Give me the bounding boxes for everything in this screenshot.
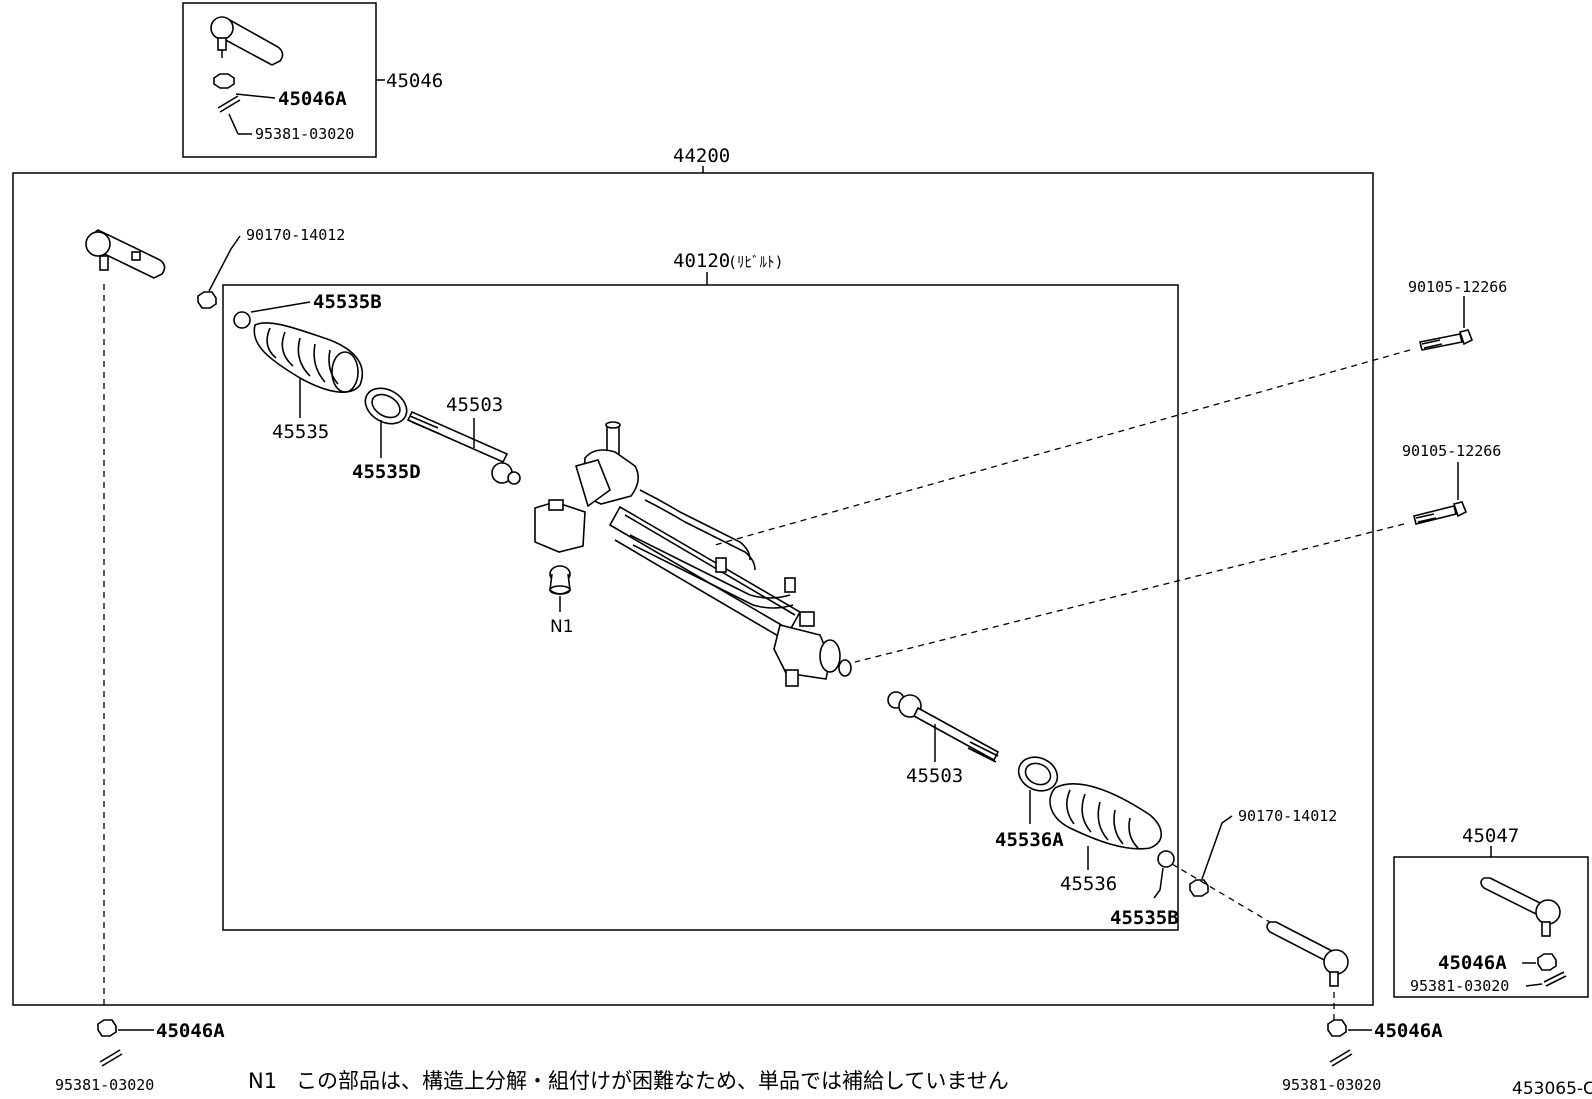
right-kit-nut-label: 45046A [1438,952,1507,974]
right-nut-90170-icon [1189,879,1209,897]
left-boot-label: 45535 [272,421,329,443]
bottom-right-pin-icon [1329,1049,1353,1067]
left-nut-90170-label: 90170-14012 [246,226,345,244]
bottom-left-pin-label: 95381-03020 [55,1076,154,1094]
left-clamp-icon [233,311,251,329]
right-kit-tie-rod-end [1480,877,1561,937]
top-kit-label: 45046 [386,70,443,92]
bottom-left-nut-icon [97,1019,117,1037]
bottom-right-nut-icon [1327,1019,1347,1037]
left-nut-90170-icon [197,291,217,309]
steering-rack-housing [534,421,852,687]
right-clamp-icon [1157,850,1175,868]
lower-bolt-90105-icon [1413,501,1468,525]
bottom-right-pin-label: 95381-03020 [1282,1076,1381,1094]
footnote-marker: N1 [248,1069,277,1093]
right-tie-rod-end [1266,921,1349,987]
right-kit-pin-icon [1543,971,1567,987]
top-kit-pin-icon [217,95,241,113]
n1-fitting-icon [549,565,571,595]
bottom-right-nut-label: 45046A [1374,1020,1443,1042]
top-kit-nut-icon [213,73,235,89]
right-nut-90170-label: 90170-14012 [1238,807,1337,825]
rack-label: 40120 [673,250,730,272]
top-kit-tie-rod-end [210,16,284,66]
right-clamp-label: 45535B [1110,907,1179,929]
bottom-left-pin-icon [99,1049,123,1067]
right-clip-label: 45536A [995,829,1064,851]
left-clip-ring [364,387,408,425]
assembly-44200-box [12,172,1374,1006]
left-tie-rod-end [85,229,166,279]
right-boot [1049,783,1163,850]
rack-label-suffix: (ﾘﾋﾞﾙﾄ) [728,253,784,271]
lower-bolt-label: 90105-12266 [1402,442,1501,460]
right-tie-rod-label: 45503 [906,765,963,787]
right-kit-label: 45047 [1462,825,1519,847]
upper-bolt-label: 90105-12266 [1408,278,1507,296]
bottom-left-nut-label: 45046A [156,1020,225,1042]
right-kit-nut-icon [1537,953,1557,971]
upper-bolt-90105-icon [1419,329,1474,351]
rack-40120-box [222,284,1179,931]
footnote-text: この部品は、構造上分解・組付けが困難なため、単品では補給していません [296,1069,1009,1093]
left-clamp-label: 45535B [313,291,382,313]
left-boot [253,322,364,393]
top-kit-nut-label: 45046A [278,88,347,110]
figure-code: 453065-C [1512,1079,1592,1099]
right-kit-pin-label: 95381-03020 [1410,977,1509,995]
left-inner-tie-rod [406,410,521,485]
n1-marker: N1 [550,617,574,637]
left-clip-label: 45535D [352,461,421,483]
assembly-label: 44200 [673,145,730,167]
left-tie-rod-label: 45503 [446,394,503,416]
right-boot-label: 45536 [1060,873,1117,895]
right-clip-ring [1017,756,1059,792]
top-kit-pin-label: 95381-03020 [255,125,354,143]
right-inner-tie-rod [887,691,1000,763]
